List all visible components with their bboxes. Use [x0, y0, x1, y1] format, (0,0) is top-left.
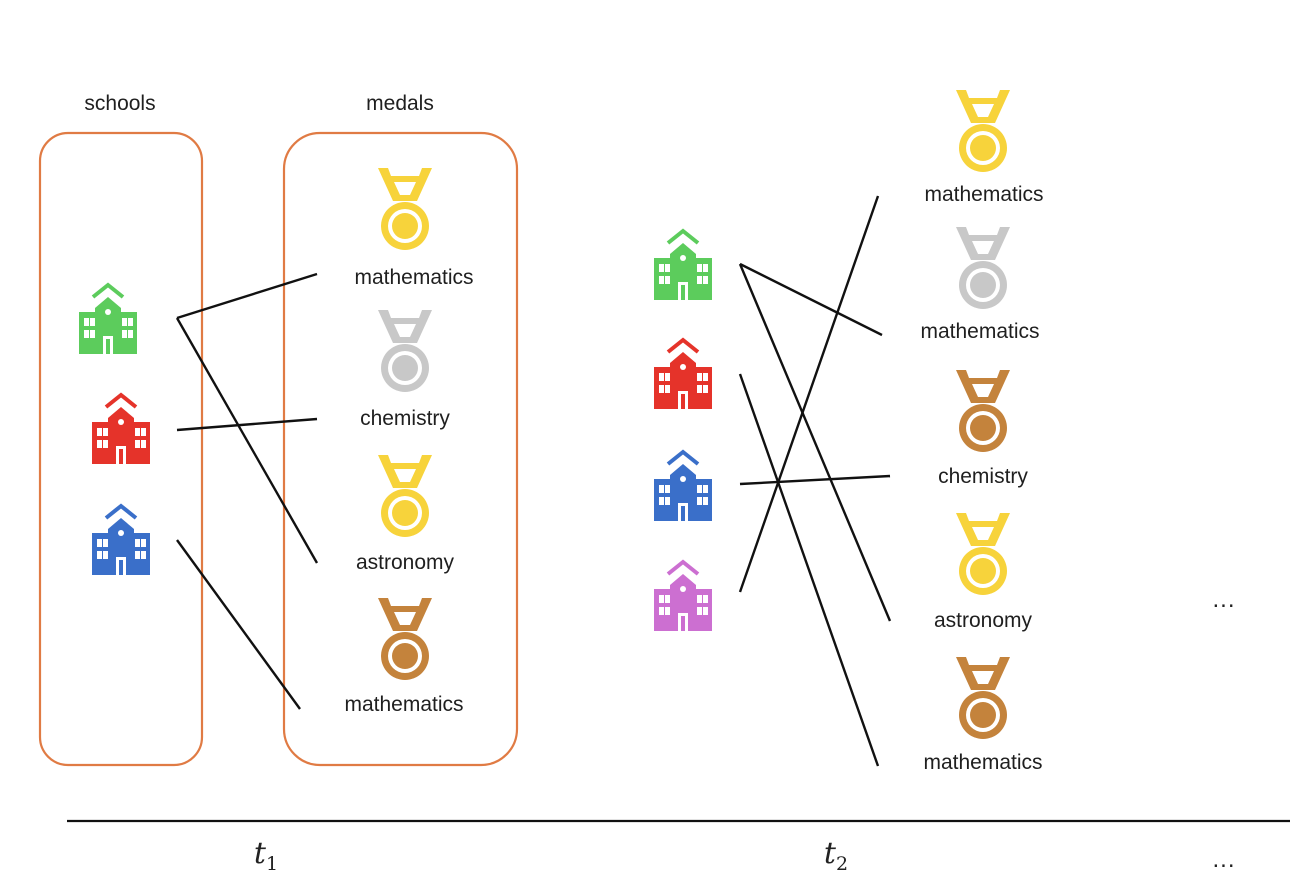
icons-t2 [654, 90, 1010, 739]
timeline-ellipsis: ... [1212, 846, 1236, 873]
schools-group-box [38, 131, 204, 767]
t1-medal-label-3: astronomy [355, 551, 455, 574]
continuation-ellipsis: ... [1212, 586, 1236, 613]
t2-medal-label-1: mathematics [924, 183, 1044, 206]
medals-group-box [282, 131, 519, 767]
t1-edge-s1-m3 [175, 317, 319, 564]
timeline-label-t2-sub: 2 [835, 853, 849, 875]
t2-edge-s1-m4 [738, 263, 892, 622]
t2-medal-label-4: astronomy [933, 609, 1033, 632]
schools-group-title: schools [84, 92, 156, 115]
t2-school-1-icon [654, 228, 712, 300]
timeline-label-t1: t1 [254, 836, 278, 875]
t2-medal-label-5: mathematics [923, 751, 1043, 774]
t1-edge-s1-m1 [176, 272, 318, 320]
t2-medal-2-silver-icon [956, 227, 1010, 309]
t2-school-2-icon [654, 337, 712, 409]
t2-medal-label-2: mathematics [920, 320, 1040, 343]
t1-medal-2-silver-icon [378, 310, 432, 392]
t2-edge-s4-m1 [738, 195, 880, 593]
t2-edge-s2-m5 [738, 373, 880, 767]
t1-medal-label-4: mathematics [344, 693, 464, 716]
t1-medal-label-1: mathematics [354, 266, 474, 289]
medals-group-title: medals [366, 92, 434, 115]
timeline-label-t2: t2 [824, 836, 848, 875]
timeline-label-t2-base: t [823, 836, 836, 871]
t1-medal-4-bronze-icon [378, 598, 432, 680]
t1-edge-s3-m4 [176, 539, 301, 710]
t1-medal-1-gold-icon [378, 168, 432, 250]
t1-medal-3-gold-icon [378, 455, 432, 537]
t2-edge-s3-m3 [739, 474, 891, 486]
timeline-label-t1-base: t [253, 836, 266, 871]
t1-school-2-icon [92, 392, 150, 464]
t2-school-4-icon [654, 559, 712, 631]
t2-edge-s1-m2 [739, 262, 883, 337]
t2-medal-4-gold-icon [956, 513, 1010, 595]
t2-medal-5-bronze-icon [956, 657, 1010, 739]
timeline-label-t1-sub: 1 [265, 853, 279, 875]
icons-t1 [79, 168, 432, 680]
edges-t2 [738, 195, 892, 767]
t2-medal-label-3: chemistry [938, 465, 1028, 488]
t2-school-3-icon [654, 449, 712, 521]
t1-school-1-icon [79, 282, 137, 354]
t2-medal-3-bronze-icon [956, 370, 1010, 452]
edges-t1 [175, 272, 319, 710]
t1-school-3-icon [92, 503, 150, 575]
t2-medal-1-gold-icon [956, 90, 1010, 172]
t1-edge-s2-m2 [176, 417, 318, 432]
t1-medal-label-2: chemistry [360, 407, 450, 430]
